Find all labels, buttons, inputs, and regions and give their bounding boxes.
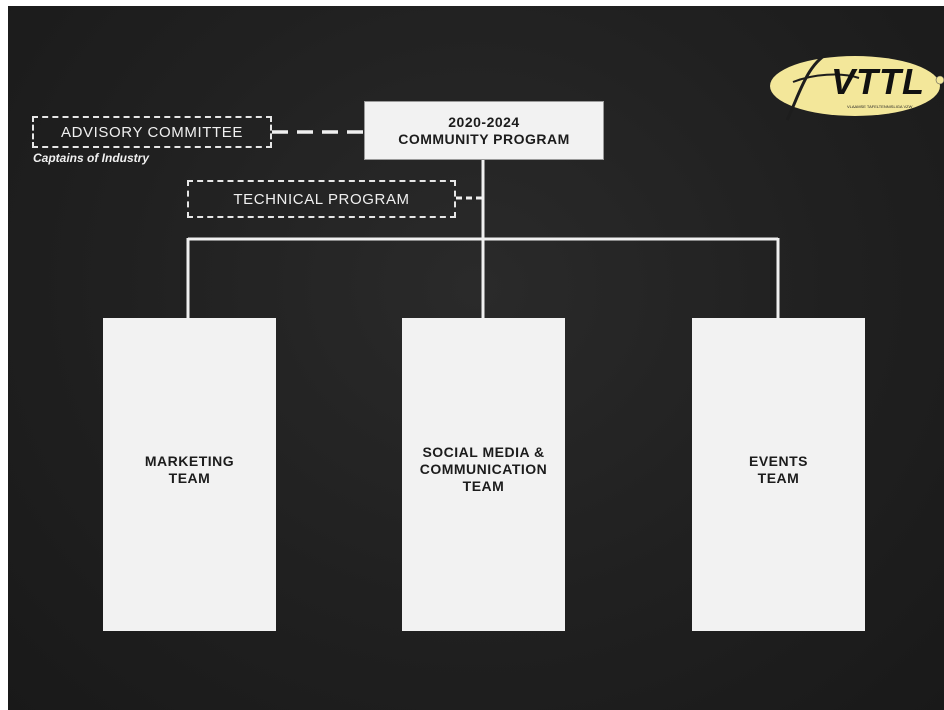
- org-chart-canvas: 2020-2024 COMMUNITY PROGRAM ADVISORY COM…: [8, 6, 944, 710]
- logo-wordmark: VTTL: [831, 61, 925, 102]
- events-team-node: EVENTS TEAM: [692, 318, 865, 631]
- events-team-line-2: TEAM: [757, 469, 800, 486]
- advisory-committee-node: ADVISORY COMMITTEE: [32, 116, 272, 148]
- advisory-committee-label: ADVISORY COMMITTEE: [61, 123, 243, 141]
- root-line-years: 2020-2024: [448, 113, 520, 130]
- marketing-team-line-2: TEAM: [168, 469, 211, 486]
- marketing-team-node: MARKETING TEAM: [103, 318, 276, 631]
- vttl-logo: VTTL VLAAMSE TAFELTENNISLIGA VZW: [770, 50, 944, 121]
- events-team-line-1: EVENTS: [748, 452, 808, 469]
- marketing-team-line-1: MARKETING: [144, 452, 235, 469]
- technical-program-node: TECHNICAL PROGRAM: [187, 180, 456, 218]
- social-team-line-3: TEAM: [462, 478, 505, 494]
- logo-racket-arc: [785, 50, 832, 121]
- logo-ball-icon: [935, 75, 944, 85]
- social-media-communication-team-node: SOCIAL MEDIA & COMMUNICATION TEAM: [402, 318, 565, 631]
- logo-swoosh: [792, 73, 860, 83]
- connector-lines: [186, 130, 780, 318]
- root-line-program: COMMUNITY PROGRAM: [398, 130, 570, 147]
- logo-tagline: VLAAMSE TAFELTENNISLIGA VZW: [847, 104, 913, 109]
- root-node-community-program: 2020-2024 COMMUNITY PROGRAM: [364, 101, 604, 160]
- technical-program-label: TECHNICAL PROGRAM: [233, 190, 410, 208]
- advisory-committee-subtitle: Captains of Industry: [33, 151, 150, 165]
- logo-ellipse: [770, 56, 940, 116]
- social-team-line-1: SOCIAL MEDIA &: [422, 444, 545, 460]
- social-team-line-2: COMMUNICATION: [419, 461, 548, 477]
